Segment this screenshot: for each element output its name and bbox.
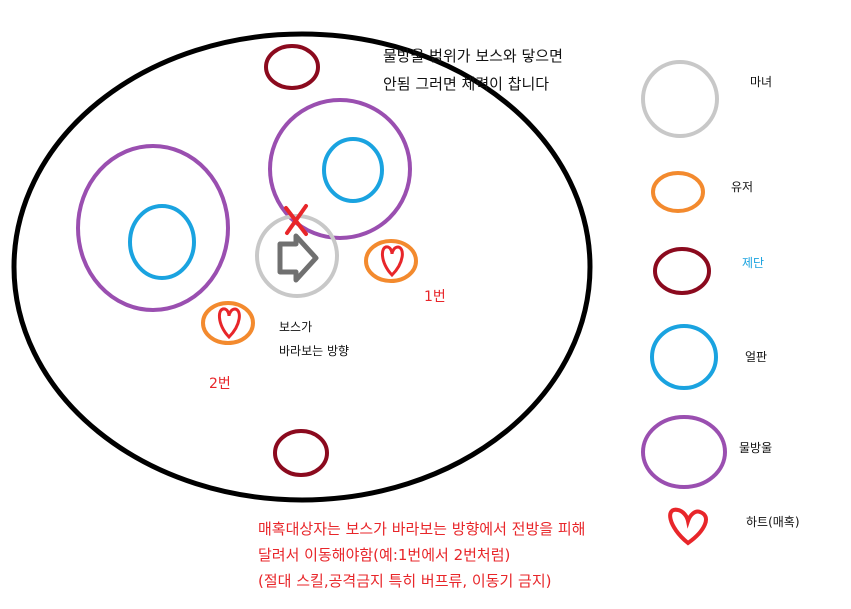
- legend-label-altar: 제단: [742, 256, 765, 270]
- user-position-2: [201, 301, 255, 345]
- position-label-2: 2번: [209, 376, 231, 392]
- bottom-note-line1: 매혹대상자는 보스가 바라보는 방향에서 전방을 피해: [258, 520, 586, 538]
- bubble-left: [76, 144, 230, 312]
- legend-label-witch: 마녀: [750, 75, 773, 89]
- legend-label-user: 유저: [731, 180, 754, 194]
- heart-icon: [381, 245, 404, 278]
- top-note-line2: 안됨 그러면 체력이 찹니다: [383, 75, 550, 93]
- bottom-note-line3: (절대 스킬,공격금지 특히 버프류, 이동기 금지): [258, 572, 552, 590]
- purple-circle-icon: [641, 415, 727, 489]
- boss-direction-line2: 바라보는 방향: [279, 344, 350, 358]
- cross-mark-icon: [284, 204, 308, 236]
- legend-label-bubble: 물방울: [739, 441, 773, 455]
- boss-facing-arrow: [277, 233, 319, 283]
- orange-circle-icon: [651, 171, 705, 213]
- grey-circle-icon: [641, 60, 719, 138]
- bubble-top: [268, 98, 412, 240]
- boss-circle: [255, 214, 339, 298]
- top-note-line1: 물방울 범위가 보스와 닿으면: [383, 47, 563, 65]
- heart-icon: [668, 507, 708, 546]
- dark-red-circle-icon: [653, 247, 711, 295]
- altar-top: [264, 44, 320, 90]
- altar-bottom: [273, 429, 329, 477]
- legend-label-ice: 얼판: [745, 350, 768, 364]
- blue-circle-icon: [650, 324, 718, 390]
- arena-boundary: [11, 31, 593, 503]
- position-label-1: 1번: [424, 289, 446, 305]
- user-position-1: [364, 239, 418, 283]
- boss-direction-line1: 보스가: [279, 320, 313, 334]
- ice-left: [128, 204, 196, 280]
- legend-label-heart: 하트(매혹): [746, 515, 800, 529]
- bottom-note-line2: 달려서 이동해야함(예:1번에서 2번처럼): [258, 546, 511, 564]
- heart-icon: [218, 307, 241, 340]
- ice-top: [322, 137, 384, 203]
